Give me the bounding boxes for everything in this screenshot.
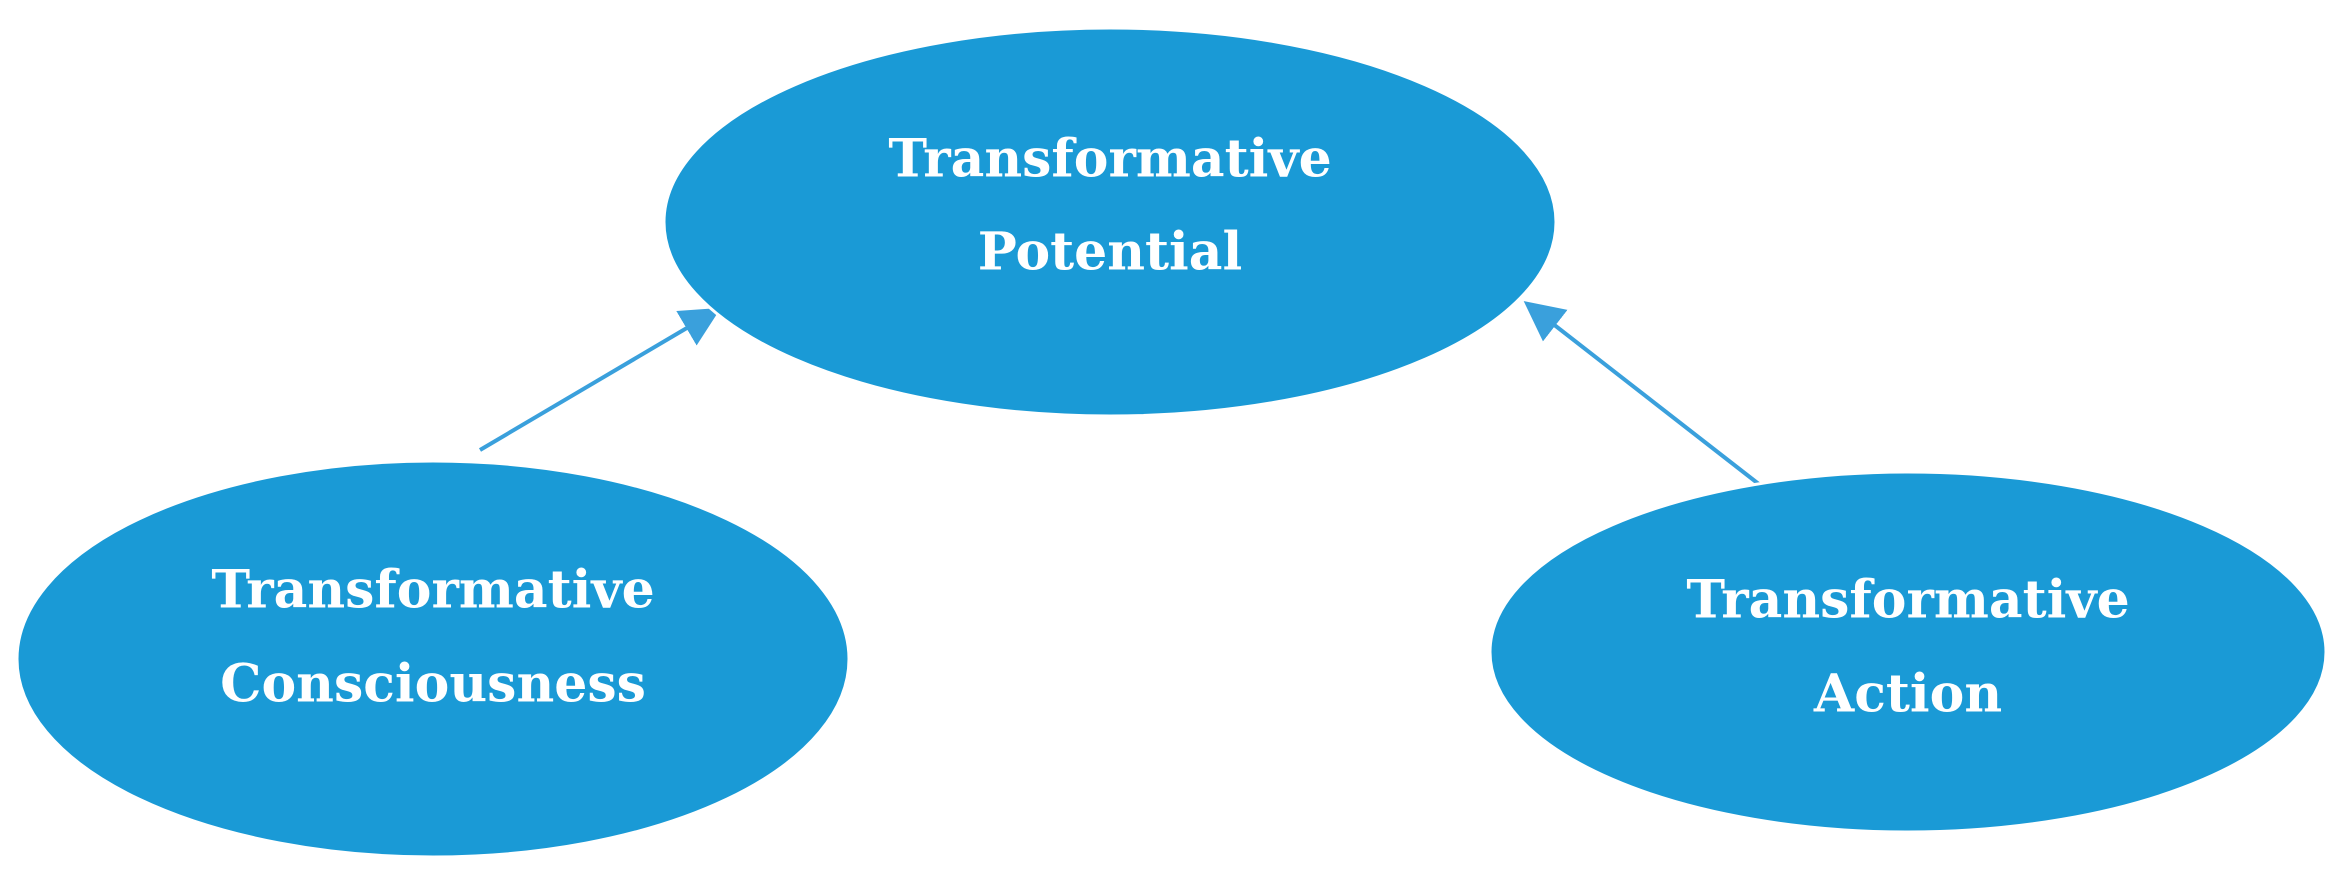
- node-ellipse: [15, 459, 851, 859]
- node-label-line2: Potential: [978, 222, 1243, 283]
- node-ellipse: [662, 26, 1558, 418]
- node-label-line2: Action: [1813, 664, 2002, 725]
- node-transformative-consciousness: Transformative Consciousness: [15, 459, 851, 859]
- node-label-line2: Consciousness: [220, 654, 646, 715]
- node-label-line1: Transformative: [211, 560, 654, 621]
- edge-consciousness-to-potential: [478, 307, 721, 452]
- node-label-line1: Transformative: [1686, 570, 2129, 631]
- edge-action-to-potential: [1523, 301, 1762, 487]
- node-ellipse: [1488, 470, 2328, 834]
- node-transformative-potential: Transformative Potential: [662, 26, 1558, 418]
- node-label-line1: Transformative: [888, 129, 1331, 190]
- node-transformative-action: Transformative Action: [1488, 470, 2328, 834]
